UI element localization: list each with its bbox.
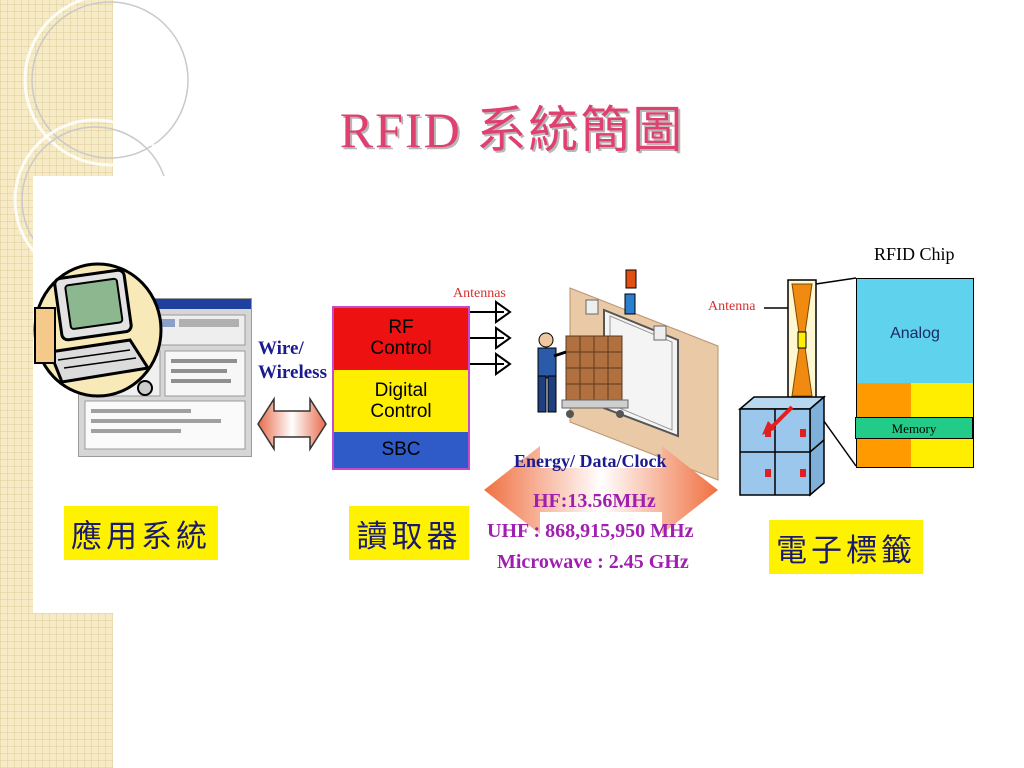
tag-antenna-label: Antenna [708,299,756,314]
antennas-icon [470,300,512,376]
computer-clipart-icon [33,262,163,398]
reader-label: 讀取器 [349,506,469,560]
rfid-chip-diagram: Analog Memory [855,278,974,468]
rf-control-block: RF Control [334,308,468,370]
frequency-microwave: Microwave : 2.45 GHz [497,551,689,573]
wire-double-arrow [257,396,327,452]
antennas-label: Antennas [453,286,506,301]
slide-title: RFID 系統簡圖 [339,102,685,158]
lock-icon [625,269,637,289]
reader-block: RF Control Digital Control SBC [332,306,470,470]
frequency-hf: HF:13.56MHz [533,490,656,512]
energy-data-clock-label: Energy/ Data/Clock [514,451,667,471]
chip-orange-section-bottom [857,439,911,467]
rfid-chip-label: RFID Chip [874,244,955,264]
wire-label-line1: Wire/ [258,338,304,359]
boxes-stack-icon [561,335,629,418]
tag-cubes-icon [737,395,827,497]
doorway-reader-icon [537,269,719,481]
chip-orange-section-top [857,383,911,417]
sbc-block: SBC [334,432,468,468]
rf-control-line1: RF [388,317,414,338]
digital-control-line1: Digital [374,380,428,401]
chip-memory-section: Memory [855,417,973,439]
chip-analog-section: Analog [857,279,973,383]
wire-wireless-label: Wire/ Wireless [258,337,327,385]
chip-yellow-section-bottom [911,439,973,467]
chip-yellow-section-top [911,383,973,417]
rf-control-line2: Control [370,338,432,359]
wire-label-line2: Wireless [258,362,327,383]
energy-double-arrow [484,446,718,534]
frequency-uhf: UHF : 868,915,950 MHz [487,520,694,542]
digital-control-block: Digital Control [334,370,468,432]
digital-control-line2: Control [370,401,432,422]
electronic-tag-label: 電子標籤 [769,520,923,574]
application-system-label: 應用系統 [64,506,218,560]
